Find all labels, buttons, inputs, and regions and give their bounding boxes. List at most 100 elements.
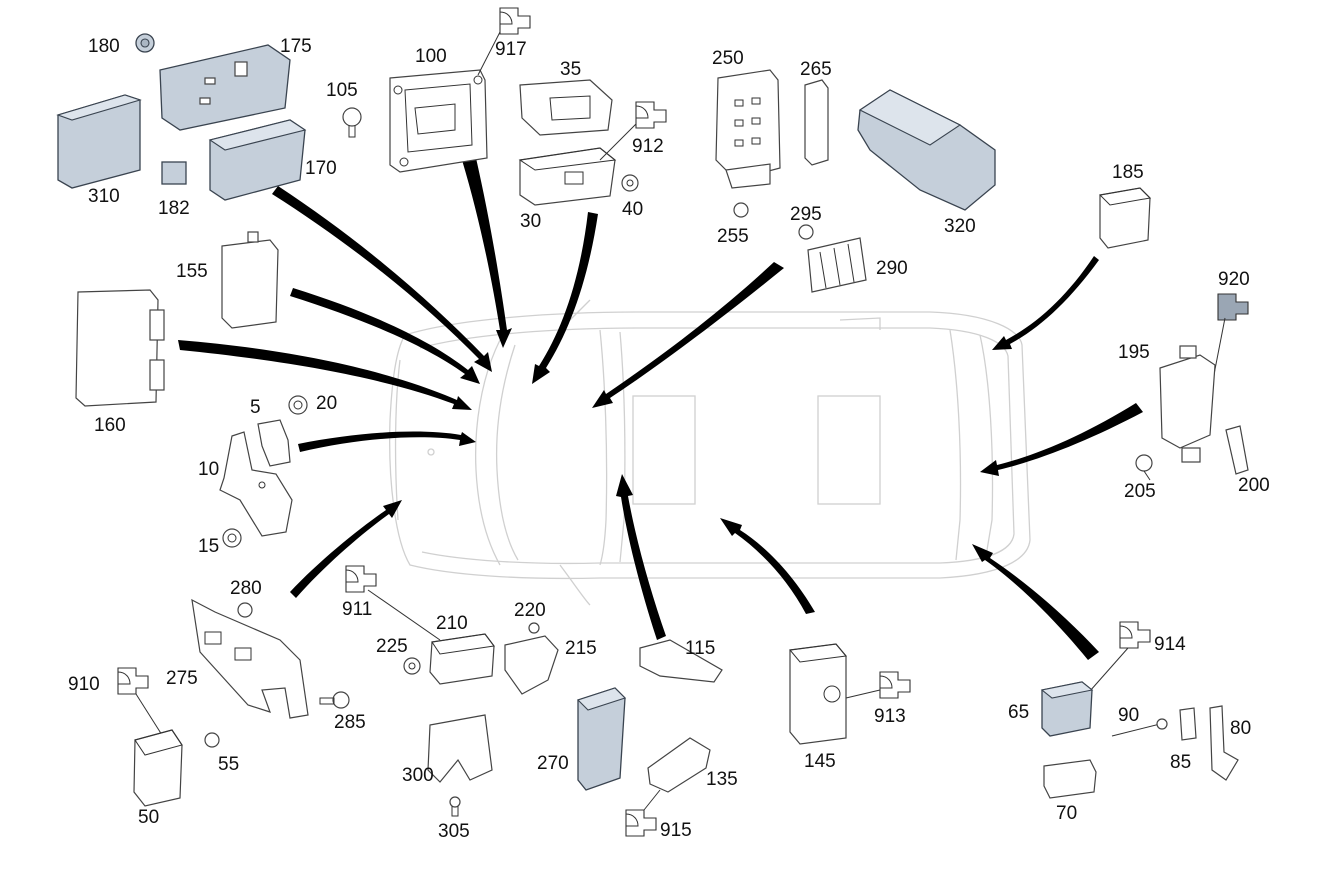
part-215: [504, 635, 559, 695]
part-280: [237, 602, 253, 618]
label-100: 100: [415, 46, 447, 67]
part-210: [429, 633, 495, 685]
label-300: 300: [402, 765, 434, 786]
arrow-185: [992, 256, 1099, 350]
label-155: 155: [176, 261, 208, 282]
label-917: 917: [495, 39, 527, 60]
connector-914: [1081, 621, 1151, 701]
arrow-155: [290, 288, 480, 384]
label-115: 115: [685, 638, 715, 659]
part-170: [208, 119, 307, 201]
part-225: [403, 657, 421, 675]
label-145: 145: [804, 751, 836, 772]
arrow-275: [290, 500, 402, 598]
label-220: 220: [514, 600, 546, 621]
part-285: [319, 691, 350, 709]
label-310: 310: [88, 186, 120, 207]
arrow-290: [592, 262, 784, 408]
label-280: 280: [230, 578, 262, 599]
part-305: [449, 796, 461, 817]
label-40: 40: [622, 199, 643, 220]
label-70: 70: [1056, 803, 1077, 824]
label-185: 185: [1112, 162, 1144, 183]
label-55: 55: [218, 754, 239, 775]
arrow-170: [272, 186, 492, 372]
vehicle-outline: [389, 299, 1031, 606]
part-255: [733, 202, 749, 218]
part-20: [288, 395, 308, 415]
label-295: 295: [790, 204, 822, 225]
part-85: [1179, 707, 1197, 741]
part-10: [219, 431, 293, 537]
part-185: [1098, 187, 1152, 249]
part-145: [789, 643, 847, 745]
label-180: 180: [88, 36, 120, 57]
part-30: [518, 147, 617, 206]
label-255: 255: [717, 226, 749, 247]
part-labels: 180 175 310 182 170 105 100 917 35 912 3…: [68, 36, 1270, 842]
part-115: [639, 639, 723, 683]
part-55: [204, 732, 220, 748]
arrow-115: [616, 474, 666, 640]
connector-915: [625, 789, 661, 837]
label-205: 205: [1124, 481, 1156, 502]
label-320: 320: [944, 216, 976, 237]
label-200: 200: [1238, 475, 1270, 496]
part-300: [427, 714, 493, 783]
label-15: 15: [198, 536, 219, 557]
connector-910: [117, 667, 163, 736]
label-65: 65: [1008, 702, 1029, 723]
label-195: 195: [1118, 342, 1150, 363]
arrow-195: [980, 403, 1143, 476]
part-290: [807, 237, 867, 293]
label-20: 20: [316, 393, 337, 414]
label-275: 275: [166, 668, 198, 689]
part-195: [1159, 345, 1216, 463]
label-50: 50: [138, 807, 159, 828]
label-105: 105: [326, 80, 358, 101]
arrow-5: [298, 431, 476, 452]
part-265: [804, 79, 829, 166]
label-90: 90: [1118, 705, 1139, 726]
part-275: [191, 598, 309, 719]
part-50: [133, 729, 183, 807]
label-305: 305: [438, 821, 470, 842]
arrow-65: [972, 544, 1099, 660]
part-182: [161, 161, 187, 185]
pointer-arrows: [178, 158, 1143, 660]
part-270: [576, 687, 627, 791]
label-915: 915: [660, 820, 692, 841]
label-85: 85: [1170, 752, 1191, 773]
label-135: 135: [706, 769, 738, 790]
arrow-145: [720, 518, 815, 614]
arrow-30: [532, 212, 598, 384]
part-15: [222, 528, 242, 548]
part-35: [519, 79, 613, 136]
part-160: [75, 289, 165, 407]
label-914: 914: [1154, 634, 1186, 655]
label-250: 250: [712, 48, 744, 69]
label-215: 215: [565, 638, 597, 659]
part-205: [1135, 454, 1153, 481]
label-285: 285: [334, 712, 366, 733]
part-90: [1111, 718, 1168, 737]
label-910: 910: [68, 674, 100, 695]
label-911: 911: [342, 599, 372, 620]
label-270: 270: [537, 753, 569, 774]
label-170: 170: [305, 158, 337, 179]
arrow-100: [462, 158, 512, 348]
connector-912: [599, 101, 667, 161]
label-80: 80: [1230, 718, 1251, 739]
connector-917: [477, 7, 531, 76]
part-220: [528, 622, 540, 634]
part-320: [857, 89, 996, 211]
label-920: 920: [1218, 269, 1250, 290]
part-5: [257, 419, 291, 467]
part-135: [647, 737, 711, 793]
label-30: 30: [520, 211, 541, 232]
arrow-160: [178, 340, 472, 410]
part-105: [342, 107, 362, 138]
part-250: [715, 69, 781, 189]
label-290: 290: [876, 258, 908, 279]
